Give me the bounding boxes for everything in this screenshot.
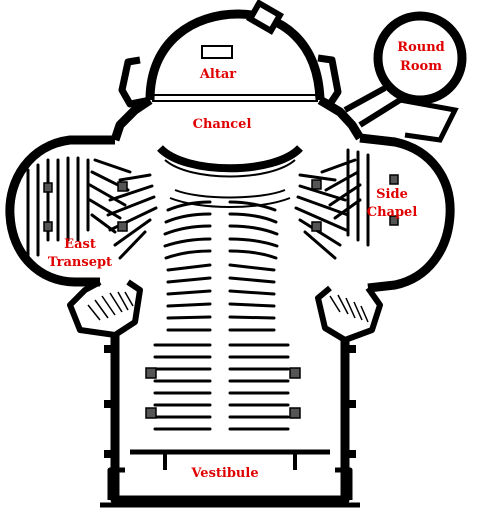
label-vestibule: Vestibule	[190, 466, 258, 481]
stair-treads	[87, 291, 369, 323]
round-room	[343, 11, 467, 143]
nave-buttresses	[104, 345, 356, 458]
label-chancel: Chancel	[193, 117, 252, 132]
pillar	[389, 174, 399, 185]
vestibule-wall-inner	[163, 452, 297, 470]
apse-wall	[145, 9, 325, 101]
altar-table	[201, 45, 233, 59]
east-transept-wall	[5, 135, 115, 287]
chancel-steps	[164, 159, 296, 178]
apse-buttress-left	[118, 56, 151, 108]
buttress	[104, 450, 116, 458]
bell-tower-block	[246, 0, 284, 35]
label-round-room-1: Round	[397, 40, 444, 55]
label-side-chapel-1: Side	[376, 187, 408, 202]
stair-tower-right	[315, 285, 383, 343]
chancel-wall-left	[110, 96, 153, 142]
pillar	[145, 367, 157, 379]
room-labels: Altar Chancel Round Room Side Chapel Eas…	[48, 40, 445, 481]
pillar	[117, 181, 128, 192]
pillar	[117, 221, 128, 232]
pillar	[389, 215, 399, 226]
outer-walls	[5, 9, 455, 508]
chancel-wall-right	[317, 96, 364, 141]
side-chapel-wall	[359, 133, 455, 293]
pillar	[43, 182, 53, 193]
label-east-transept-2: Transept	[48, 255, 112, 270]
buttress	[104, 400, 116, 408]
pillars	[43, 174, 399, 419]
label-round-room-2: Room	[400, 59, 442, 74]
bell-tower	[246, 0, 284, 35]
round-room-annex	[399, 97, 459, 143]
round-room-passage	[343, 85, 402, 128]
pews-transept-left	[88, 158, 158, 260]
stair-tower-left	[67, 279, 143, 338]
altar-rail	[150, 94, 320, 102]
buttress	[104, 345, 116, 353]
pews-side-chapel	[346, 148, 370, 247]
label-altar: Altar	[199, 67, 236, 82]
pillar	[289, 407, 301, 419]
pews-transept-right	[294, 158, 362, 260]
round-room-wall	[373, 11, 467, 105]
buttress	[344, 345, 356, 353]
pews-nave-right	[228, 200, 290, 431]
buttress	[344, 400, 356, 408]
pillar	[311, 179, 322, 190]
nave-wall-left	[110, 335, 350, 505]
pillar	[289, 367, 301, 379]
label-side-chapel-2: Chapel	[367, 205, 418, 220]
pews-nave-left	[153, 200, 212, 431]
pillar	[145, 407, 157, 419]
label-east-transept-1: East	[64, 237, 96, 252]
pillar	[311, 221, 322, 232]
entrance-steps	[100, 467, 360, 508]
pews	[26, 148, 370, 431]
pews-chancel	[169, 189, 291, 208]
chancel-platform	[157, 145, 303, 173]
pillar	[43, 221, 53, 232]
buttress	[344, 450, 356, 458]
